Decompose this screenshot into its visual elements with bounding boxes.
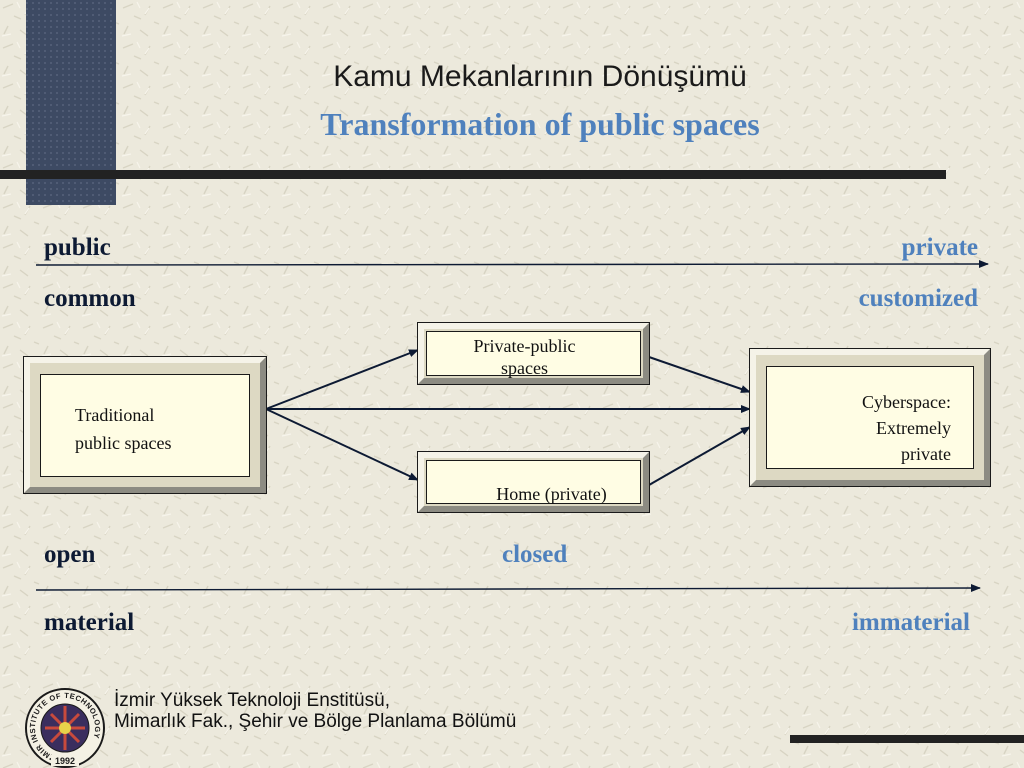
node-cyberspace-line-2: Extremely [876, 418, 951, 438]
decor-bar-top [0, 170, 946, 179]
node-private-public-line-2: spaces [501, 358, 548, 378]
node-cyberspace-line-1: Cyberspace: [862, 392, 951, 412]
node-traditional-line-2: public spaces [75, 433, 172, 453]
institute-logo: IZMIR INSTITUTE OF TECHNOLOGY 1992 [25, 688, 105, 768]
axis-label-material: material [44, 609, 135, 636]
node-traditional-line-1: Traditional [75, 405, 155, 425]
arrow-traditional-to-home [265, 408, 419, 481]
axis-label-private: private [901, 234, 978, 261]
node-private-public-face: Private-public spaces [426, 331, 641, 378]
arrow-home-to-cyberspace [648, 426, 751, 486]
node-home: Home (private) [417, 451, 650, 513]
node-traditional: Traditional public spaces [23, 356, 267, 494]
axis-label-public: public [44, 234, 111, 261]
footer-line-1: İzmir Yüksek Teknoloji Enstitüsü, [114, 690, 390, 711]
arrow-traditional-to-private-public [265, 349, 419, 410]
logo-year: 1992 [55, 756, 75, 766]
page-title: Kamu Mekanlarının Dönüşümü [333, 60, 747, 93]
footer-institute: İzmir Yüksek Teknoloji Enstitüsü, Mimarl… [114, 690, 516, 732]
node-private-public: Private-public spaces [417, 322, 650, 385]
axis-label-immaterial: immaterial [851, 609, 970, 636]
axis-label-customized: customized [858, 285, 978, 312]
page-subtitle: Transformation of public spaces [320, 106, 760, 142]
node-cyberspace: Cyberspace: Extremely private [749, 348, 991, 487]
node-private-public-line-1: Private-public [473, 336, 576, 356]
footer-line-2: Mimarlık Fak., Şehir ve Bölge Planlama B… [114, 711, 517, 732]
axis-arrow-bottom [35, 584, 981, 593]
node-home-line-1: Home (private) [496, 484, 607, 504]
node-traditional-face: Traditional public spaces [40, 374, 250, 477]
axis-label-open: open [44, 541, 96, 568]
node-home-face: Home (private) [426, 460, 641, 504]
axis-label-closed: closed [502, 541, 568, 568]
node-cyberspace-line-3: private [901, 444, 951, 464]
axis-arrow-top [35, 260, 989, 269]
arrow-private-public-to-cyberspace [648, 356, 751, 393]
decor-bar-bottom [790, 735, 1024, 743]
axis-label-common: common [44, 285, 136, 312]
node-cyberspace-face: Cyberspace: Extremely private [766, 366, 974, 469]
